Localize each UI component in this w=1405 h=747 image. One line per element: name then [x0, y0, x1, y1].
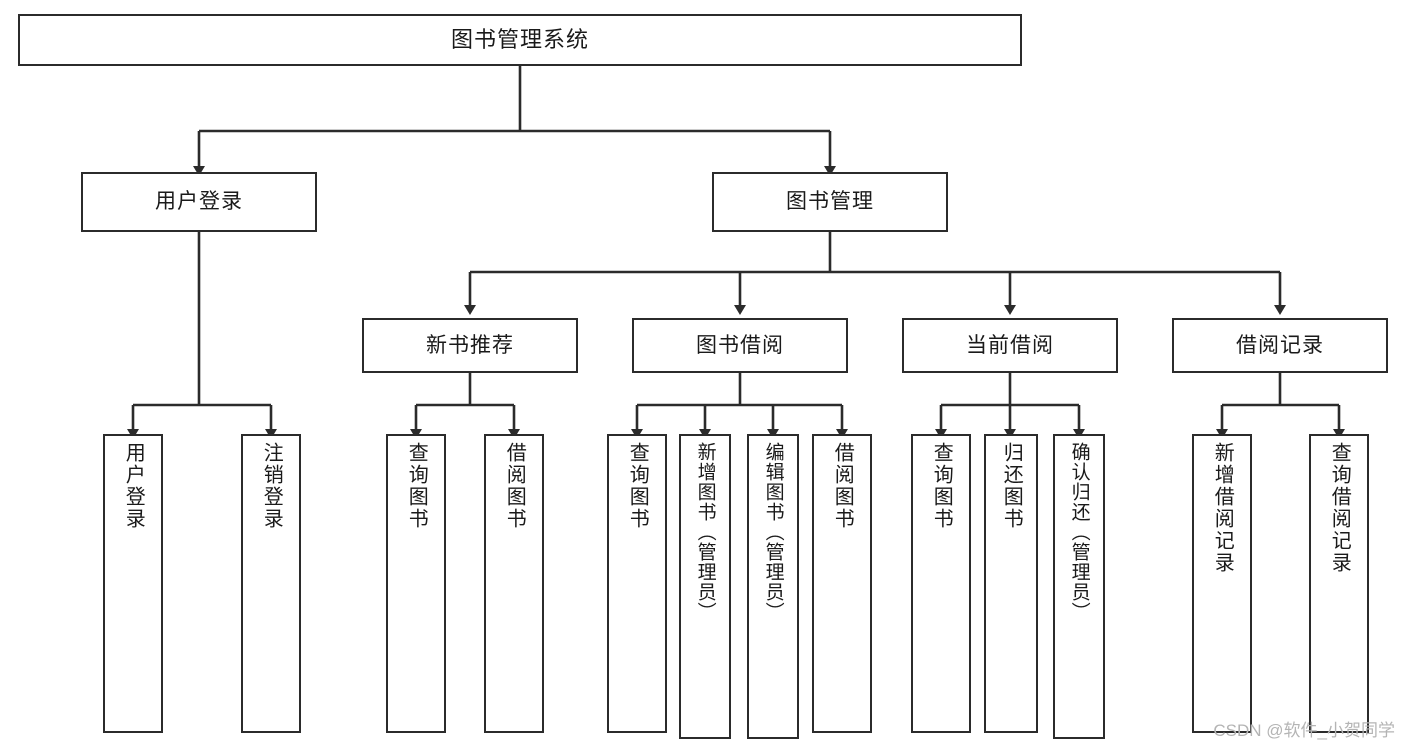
leaf-borrow-add-book-admin[interactable]: 新增图书（管理员） — [679, 434, 731, 739]
node-label: 用户登录 — [122, 442, 145, 530]
node-label: 图书管理 — [786, 190, 874, 214]
node-label: 用户登录 — [155, 190, 243, 214]
leaf-user-login-signin[interactable]: 用户登录 — [103, 434, 163, 733]
node-label: 查询借阅记录 — [1328, 442, 1351, 574]
leaf-current-confirm-return-admin[interactable]: 确认归还（管理员） — [1053, 434, 1105, 739]
node-label: 新书推荐 — [426, 333, 514, 357]
leaf-record-add-record[interactable]: 新增借阅记录 — [1192, 434, 1252, 733]
leaf-user-login-signout[interactable]: 注销登录 — [241, 434, 301, 733]
node-label: 新增借阅记录 — [1211, 442, 1234, 574]
leaf-recommend-query-book[interactable]: 查询图书 — [386, 434, 446, 733]
node-label: 借阅图书 — [831, 442, 854, 530]
node-label: 新增图书（管理员） — [694, 442, 716, 622]
leaf-recommend-borrow-book[interactable]: 借阅图书 — [484, 434, 544, 733]
leaf-record-query-record[interactable]: 查询借阅记录 — [1309, 434, 1369, 733]
leaf-current-return-book[interactable]: 归还图书 — [984, 434, 1038, 733]
node-label: 查询图书 — [626, 442, 649, 530]
node-label: 图书借阅 — [696, 333, 784, 357]
leaf-current-query-book[interactable]: 查询图书 — [911, 434, 971, 733]
node-new-book-recommend[interactable]: 新书推荐 — [362, 318, 578, 373]
node-root-system[interactable]: 图书管理系统 — [18, 14, 1022, 66]
node-label: 图书管理系统 — [450, 26, 589, 52]
csdn-watermark: CSDN @软件_小贺同学 — [1213, 721, 1395, 740]
node-label: 当前借阅 — [966, 333, 1054, 357]
node-label: 确认归还（管理员） — [1068, 442, 1090, 622]
node-book-borrow[interactable]: 图书借阅 — [632, 318, 848, 373]
node-label: 编辑图书（管理员） — [762, 442, 784, 622]
leaf-borrow-query-book[interactable]: 查询图书 — [607, 434, 667, 733]
node-book-management[interactable]: 图书管理 — [712, 172, 948, 232]
node-label: 查询图书 — [930, 442, 953, 530]
node-label: 归还图书 — [1000, 442, 1023, 530]
node-label: 查询图书 — [405, 442, 428, 530]
node-user-login[interactable]: 用户登录 — [81, 172, 317, 232]
node-label: 注销登录 — [260, 442, 283, 530]
node-borrow-record[interactable]: 借阅记录 — [1172, 318, 1388, 373]
node-label: 借阅图书 — [503, 442, 526, 530]
leaf-borrow-borrow-book[interactable]: 借阅图书 — [812, 434, 872, 733]
leaf-borrow-edit-book-admin[interactable]: 编辑图书（管理员） — [747, 434, 799, 739]
node-label: 借阅记录 — [1236, 333, 1324, 357]
node-current-borrow[interactable]: 当前借阅 — [902, 318, 1118, 373]
